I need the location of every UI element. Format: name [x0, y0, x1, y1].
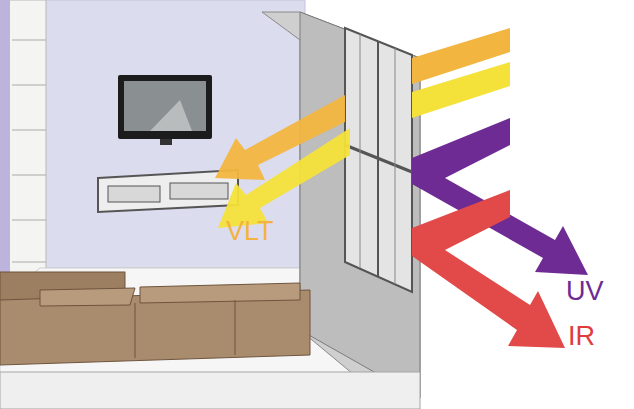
bookshelf-part: [12, 85, 46, 86]
window-wall-part: [300, 12, 420, 398]
sofa: [0, 272, 310, 365]
bookshelf-part: [12, 262, 46, 263]
window-wall-part: [345, 28, 412, 292]
bookshelf-part: [12, 130, 46, 131]
window-wall-part: [345, 145, 412, 172]
reflected-ir-arrow: [412, 190, 565, 348]
bookshelf-part: [12, 40, 46, 41]
visible-light-label: VLT: [226, 218, 274, 245]
television-part: [160, 139, 172, 145]
sofa-part: [140, 283, 300, 303]
bookshelf-part: [12, 220, 46, 221]
incoming-light-bands: [412, 28, 510, 118]
tv-cabinet-part: [170, 183, 228, 199]
television-part: [150, 100, 192, 131]
uv-label: UV: [566, 278, 604, 305]
bookshelf-part: [0, 0, 10, 300]
bookshelf-part: [12, 175, 46, 176]
base-ledge: [0, 372, 420, 409]
reflected-ir-arrow-part: [412, 190, 565, 348]
tv-cabinet-part: [108, 186, 160, 202]
television-part: [118, 75, 212, 139]
sofa-part: [235, 300, 236, 355]
television-part: [124, 81, 206, 131]
bookshelf: [0, 0, 46, 300]
incoming-light-bands-part: [412, 62, 510, 118]
transmitted-visible-light-arrows: [215, 95, 350, 228]
sofa-part: [40, 288, 135, 306]
room-back-wall: [40, 0, 305, 268]
television: [118, 75, 212, 145]
ir-label: IR: [568, 323, 595, 350]
transmitted-visible-light-arrows-part: [218, 128, 350, 228]
window-wall-part: [360, 34, 361, 268]
window-wall-part: [395, 48, 396, 284]
room-back-wall-part: [40, 0, 305, 268]
room-back-wall-part: [40, 0, 305, 268]
sofa-part: [135, 303, 136, 358]
bookshelf-part: [0, 0, 46, 300]
base-ledge-part: [0, 372, 420, 409]
